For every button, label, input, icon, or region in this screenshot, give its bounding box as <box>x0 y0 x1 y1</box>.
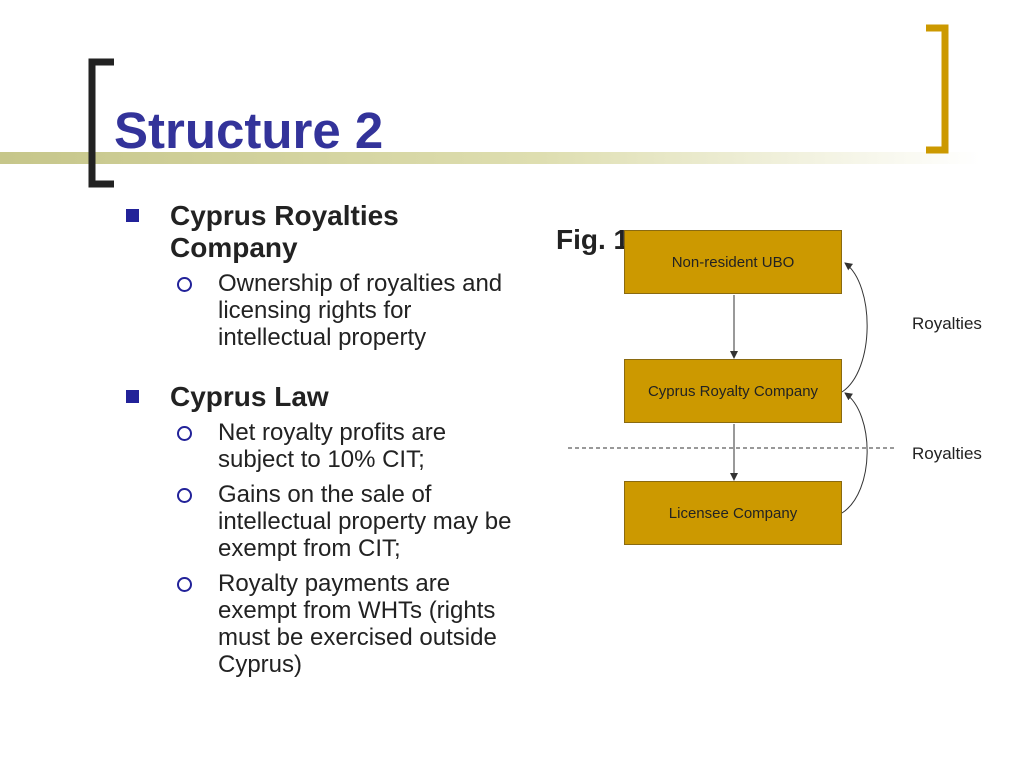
bullet-text: Cyprus Royalties Company <box>170 200 399 263</box>
royalties-flow-arrow <box>841 262 868 393</box>
square-bullet-icon <box>126 390 139 403</box>
sub-bullet: Ownership of royalties and licensing rig… <box>120 270 520 351</box>
figure-label: Fig. 1 <box>556 224 630 255</box>
sub-bullet-text: Net royalty profits are subject to 10% C… <box>218 419 447 473</box>
square-bullet-icon <box>126 209 139 222</box>
circle-bullet-icon <box>177 277 192 292</box>
right-bracket-icon <box>926 24 949 154</box>
slide-title: Structure 2 <box>114 102 384 159</box>
circle-bullet-icon <box>177 577 192 592</box>
royalties-flow-arrow <box>841 392 868 514</box>
node-non-resident-ubo: Non-resident UBO <box>624 230 842 294</box>
title-underline-gradient <box>0 152 980 164</box>
bullet-cyprus-law: Cyprus Law <box>120 381 520 413</box>
royalties-label: Royalties <box>912 444 982 463</box>
bullet-list: Cyprus Royalties Company Ownership of ro… <box>120 200 520 678</box>
node-cyprus-royalty-company: Cyprus Royalty Company <box>624 359 842 423</box>
royalties-label: Royalties <box>912 314 982 333</box>
sub-bullet-text: Royalty payments are exempt from WHTs (r… <box>218 570 497 678</box>
circle-bullet-icon <box>177 488 192 503</box>
sub-bullet-text: Ownership of royalties and licensing rig… <box>218 270 503 351</box>
node-licensee-company: Licensee Company <box>624 481 842 545</box>
sub-bullet: Gains on the sale of intellectual proper… <box>120 481 520 562</box>
bullet-cyprus-royalties-company: Cyprus Royalties Company <box>120 200 520 264</box>
bullet-text: Cyprus Law <box>170 381 329 412</box>
left-bracket-icon <box>88 58 114 188</box>
circle-bullet-icon <box>177 426 192 441</box>
sub-bullet: Net royalty profits are subject to 10% C… <box>120 419 520 473</box>
sub-bullet-text: Gains on the sale of intellectual proper… <box>218 481 512 562</box>
sub-bullet: Royalty payments are exempt from WHTs (r… <box>120 570 520 678</box>
